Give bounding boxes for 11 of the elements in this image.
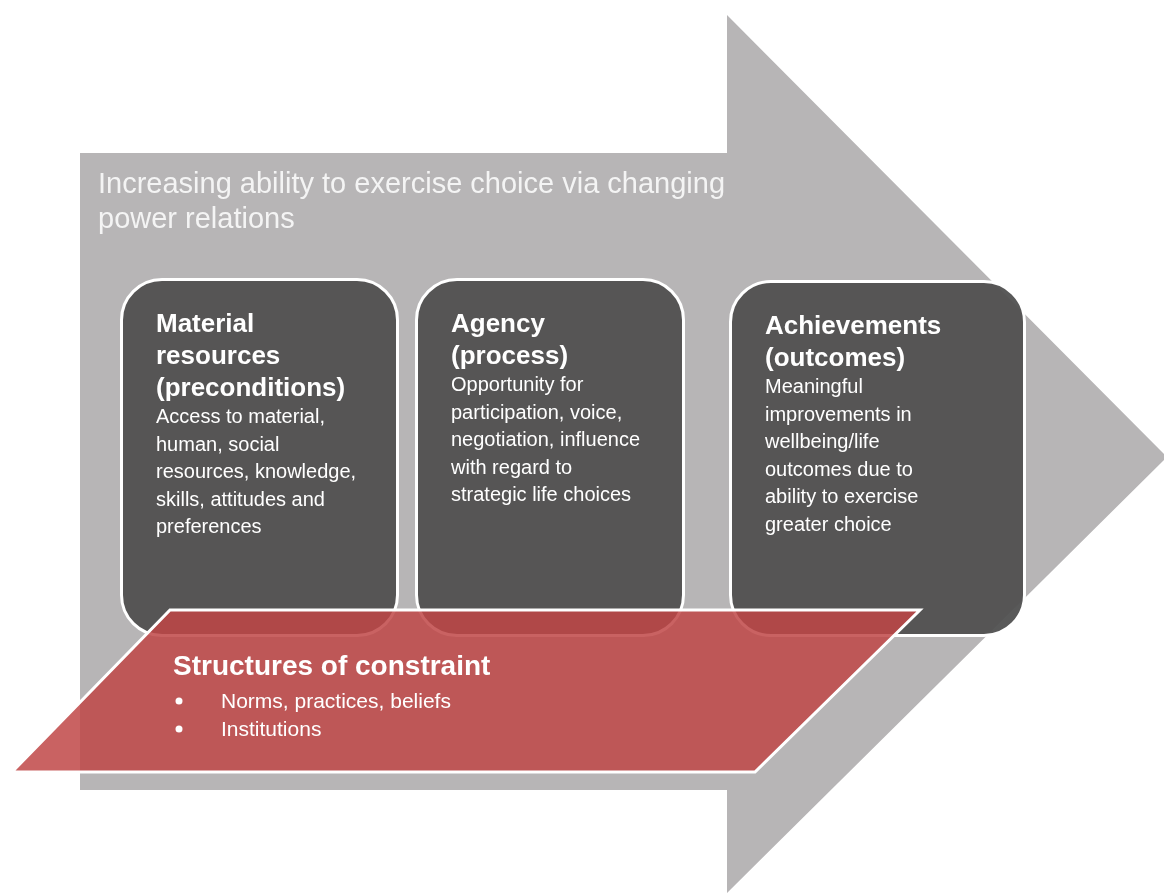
rounded-card: [729, 280, 1026, 637]
card-heading: Achievements (outcomes): [765, 309, 943, 373]
card-heading: Material resources (preconditions): [156, 307, 347, 403]
bullet-text: Norms, practices, beliefs: [221, 688, 451, 714]
bullet-text: Institutions: [221, 716, 322, 742]
band-heading: Structures of constraint: [173, 650, 491, 682]
arrow-title: Increasing ability to exercise choice via changing power relations: [98, 166, 727, 236]
card-text: Opportunity for participation, voice, negotiation, influence with regard to strategic life choices: [451, 372, 642, 507]
card-heading: Agency (process): [451, 307, 570, 371]
card-text: Access to material, human, social resources, knowledge, skills, attitudes and preferences: [156, 404, 358, 539]
card-text: Meaningful improvements in wellbeing/life outcomes due to ability to exercise greater choice: [765, 374, 920, 537]
